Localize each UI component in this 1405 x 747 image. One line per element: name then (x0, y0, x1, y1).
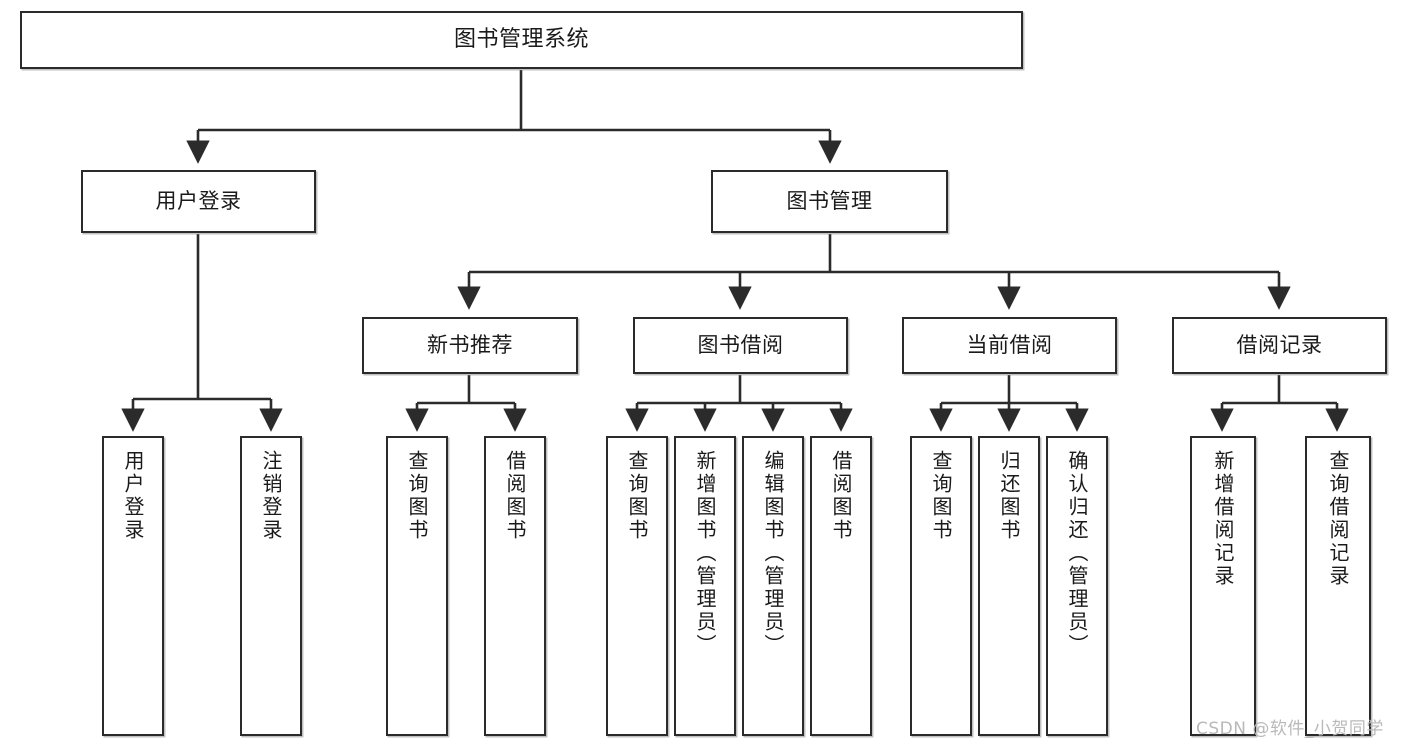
node-label: 当前借阅 (966, 333, 1053, 358)
node-label: 借阅记录 (1236, 333, 1323, 358)
node-label: 新书推荐 (427, 333, 513, 358)
node-book-management[interactable]: 图书管理 (711, 170, 948, 233)
node-label: 注销登录 (259, 450, 283, 542)
node-leaf-query-record[interactable]: 查询借阅记录 (1305, 436, 1371, 736)
node-leaf-query-book-1[interactable]: 查询图书 (386, 436, 448, 736)
node-label: 用户登录 (121, 450, 145, 542)
node-leaf-return-book[interactable]: 归还图书 (978, 436, 1040, 736)
node-label: 借阅图书 (829, 450, 853, 542)
node-current-borrow[interactable]: 当前借阅 (902, 317, 1117, 374)
node-label: 借阅图书 (503, 450, 527, 542)
node-leaf-add-record[interactable]: 新增借阅记录 (1190, 436, 1256, 736)
node-new-book-recommend[interactable]: 新书推荐 (362, 317, 578, 374)
node-leaf-logout-login[interactable]: 注销登录 (240, 436, 302, 736)
node-leaf-query-book-2[interactable]: 查询图书 (606, 436, 668, 736)
node-label: 查询借阅记录 (1326, 450, 1350, 588)
node-label: 图书管理 (786, 189, 873, 214)
node-label: 确认归还（管理员） (1065, 450, 1089, 657)
node-leaf-borrow-book-1[interactable]: 借阅图书 (484, 436, 546, 736)
node-leaf-confirm-return[interactable]: 确认归还（管理员） (1046, 436, 1108, 736)
node-label: 查询图书 (625, 450, 649, 542)
node-leaf-user-login[interactable]: 用户登录 (102, 436, 164, 736)
node-label: 图书借阅 (697, 333, 784, 358)
node-label: 新增借阅记录 (1211, 450, 1235, 588)
node-leaf-add-book[interactable]: 新增图书（管理员） (674, 436, 736, 736)
node-leaf-query-book-3[interactable]: 查询图书 (910, 436, 972, 736)
node-label: 新增图书（管理员） (693, 450, 717, 657)
node-root-system[interactable]: 图书管理系统 (20, 11, 1023, 69)
node-leaf-borrow-book-2[interactable]: 借阅图书 (810, 436, 872, 736)
node-label: 归还图书 (997, 450, 1021, 542)
node-label: 查询图书 (405, 450, 429, 542)
node-leaf-edit-book[interactable]: 编辑图书（管理员） (742, 436, 804, 736)
node-user-login[interactable]: 用户登录 (81, 170, 316, 233)
node-label: 查询图书 (929, 450, 953, 542)
node-label: 编辑图书（管理员） (761, 450, 785, 657)
node-borrow-record[interactable]: 借阅记录 (1172, 317, 1387, 374)
node-label: 图书管理系统 (453, 27, 589, 53)
node-label: 用户登录 (155, 189, 242, 214)
node-book-borrow[interactable]: 图书借阅 (633, 317, 848, 374)
